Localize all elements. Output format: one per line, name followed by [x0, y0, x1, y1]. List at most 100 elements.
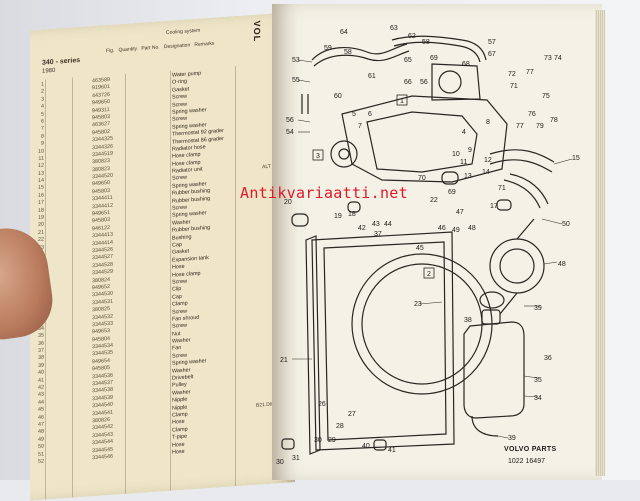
callout-40: 40 [362, 443, 370, 450]
callout-66: 66 [404, 79, 412, 86]
callout-5: 5 [352, 111, 356, 118]
callout-54: 54 [286, 129, 294, 136]
callout-45: 45 [416, 245, 424, 252]
callout-37: 37 [374, 231, 382, 238]
callout-38: 38 [464, 317, 472, 324]
rubber-bushing-30 [281, 438, 295, 450]
callout-77: 77 [526, 69, 534, 76]
callout-8: 8 [486, 119, 490, 126]
pump-hub [338, 148, 350, 160]
upper-hose-1-edge [313, 50, 410, 67]
callout-29: 29 [328, 437, 336, 444]
tank-overflow-hose [471, 415, 499, 437]
fan-hub-pulley [489, 238, 545, 294]
column-header-quantity: Quantity [118, 46, 138, 54]
box-label-3: 3 [316, 153, 320, 160]
fan-shroud [351, 253, 493, 395]
callout-79: 79 [536, 123, 544, 130]
fan-ring [361, 263, 483, 385]
expansion-tank-cap [481, 309, 501, 325]
callout-73: 73 [544, 55, 552, 62]
lower-hose-edge [509, 173, 549, 205]
callout-47: 47 [456, 209, 464, 216]
callout-58b: 58 [422, 39, 430, 46]
callout-71: 71 [510, 83, 518, 90]
callout-39: 39 [534, 305, 542, 312]
callout-56b: 56 [286, 117, 294, 124]
row-part-number: 3344546 [92, 453, 113, 462]
parts-list-page: Cooling system Fig. Quantity Part No. De… [30, 12, 295, 501]
callout-30: 30 [276, 459, 284, 466]
callout-39b: 39 [508, 435, 516, 442]
engine-block-outline [341, 95, 508, 183]
callout-22: 22 [430, 197, 438, 204]
callout-59: 59 [324, 45, 332, 52]
bypass-pipe [301, 94, 309, 114]
callout-34: 34 [534, 395, 542, 402]
row-number: 52 [38, 458, 44, 465]
callout-36: 36 [544, 355, 552, 362]
callout-62: 62 [408, 33, 416, 40]
callout-6: 6 [368, 111, 372, 118]
callout-48: 48 [468, 225, 476, 232]
callout-30b: 30 [314, 437, 322, 444]
callout-65: 65 [404, 57, 412, 64]
thermostat-housing [438, 70, 462, 94]
column-header-part-no: Part No. [141, 44, 160, 52]
cooling-system-diagram: 1 3 2 64 59 58 53 55 60 61 63 62 58 65 6… [276, 25, 580, 466]
callout-41: 41 [388, 447, 396, 454]
callout-23: 23 [414, 301, 422, 308]
callout-46: 46 [438, 225, 446, 232]
callout-12: 12 [484, 157, 492, 164]
callout-13: 13 [464, 173, 472, 180]
expansion-tank [463, 321, 525, 419]
side-note-alt: ALT [262, 163, 271, 171]
callout-53: 53 [292, 57, 300, 64]
callout-19: 19 [334, 213, 342, 220]
hose-clamp-17 [496, 199, 512, 211]
callout-49: 49 [452, 227, 460, 234]
brand-label: VOLVO PARTS [504, 446, 557, 453]
callout-7: 7 [358, 123, 362, 130]
page-edges [595, 10, 605, 476]
hose-clamp-18 [347, 201, 361, 213]
callout-35: 35 [534, 377, 542, 384]
callout-69b: 69 [448, 189, 456, 196]
callout-50: 50 [562, 221, 570, 228]
callout-61: 61 [368, 73, 376, 80]
callout-48b: 48 [558, 261, 566, 268]
callout-18: 18 [348, 211, 356, 218]
fan-hub-inner [499, 248, 535, 284]
callout-15: 15 [572, 155, 580, 162]
fan-blades [499, 218, 535, 315]
callout-55: 55 [292, 77, 300, 84]
callout-69: 69 [430, 55, 438, 62]
callout-57: 57 [488, 39, 496, 46]
callout-72: 72 [508, 71, 516, 78]
callout-31: 31 [292, 455, 300, 462]
callout-27: 27 [348, 411, 356, 418]
callout-11: 11 [460, 159, 467, 166]
model-year: 1980 [42, 67, 56, 75]
callout-74: 74 [554, 55, 562, 62]
row-designation: Hose [172, 448, 185, 456]
callout-14: 14 [482, 169, 490, 176]
corner-label: VOL [252, 20, 262, 43]
heater-hose-lower [489, 159, 553, 173]
callout-17: 17 [490, 203, 498, 210]
callout-20: 20 [284, 199, 292, 206]
watermark-text: Antikvariaatti.net [240, 184, 408, 202]
callout-44: 44 [384, 221, 392, 228]
callout-43: 43 [372, 221, 380, 228]
callout-63: 63 [390, 25, 398, 32]
hose-clamp-70 [441, 171, 459, 185]
callout-78: 78 [550, 117, 558, 124]
callout-70: 70 [418, 175, 426, 182]
callout-60: 60 [334, 93, 342, 100]
callout-42: 42 [358, 225, 366, 232]
upper-hose-2 [391, 35, 487, 61]
clip-40 [373, 439, 387, 451]
section-label: Cooling system [166, 27, 201, 37]
hose-clamp-19 [291, 213, 309, 227]
callout-10: 10 [452, 151, 460, 158]
